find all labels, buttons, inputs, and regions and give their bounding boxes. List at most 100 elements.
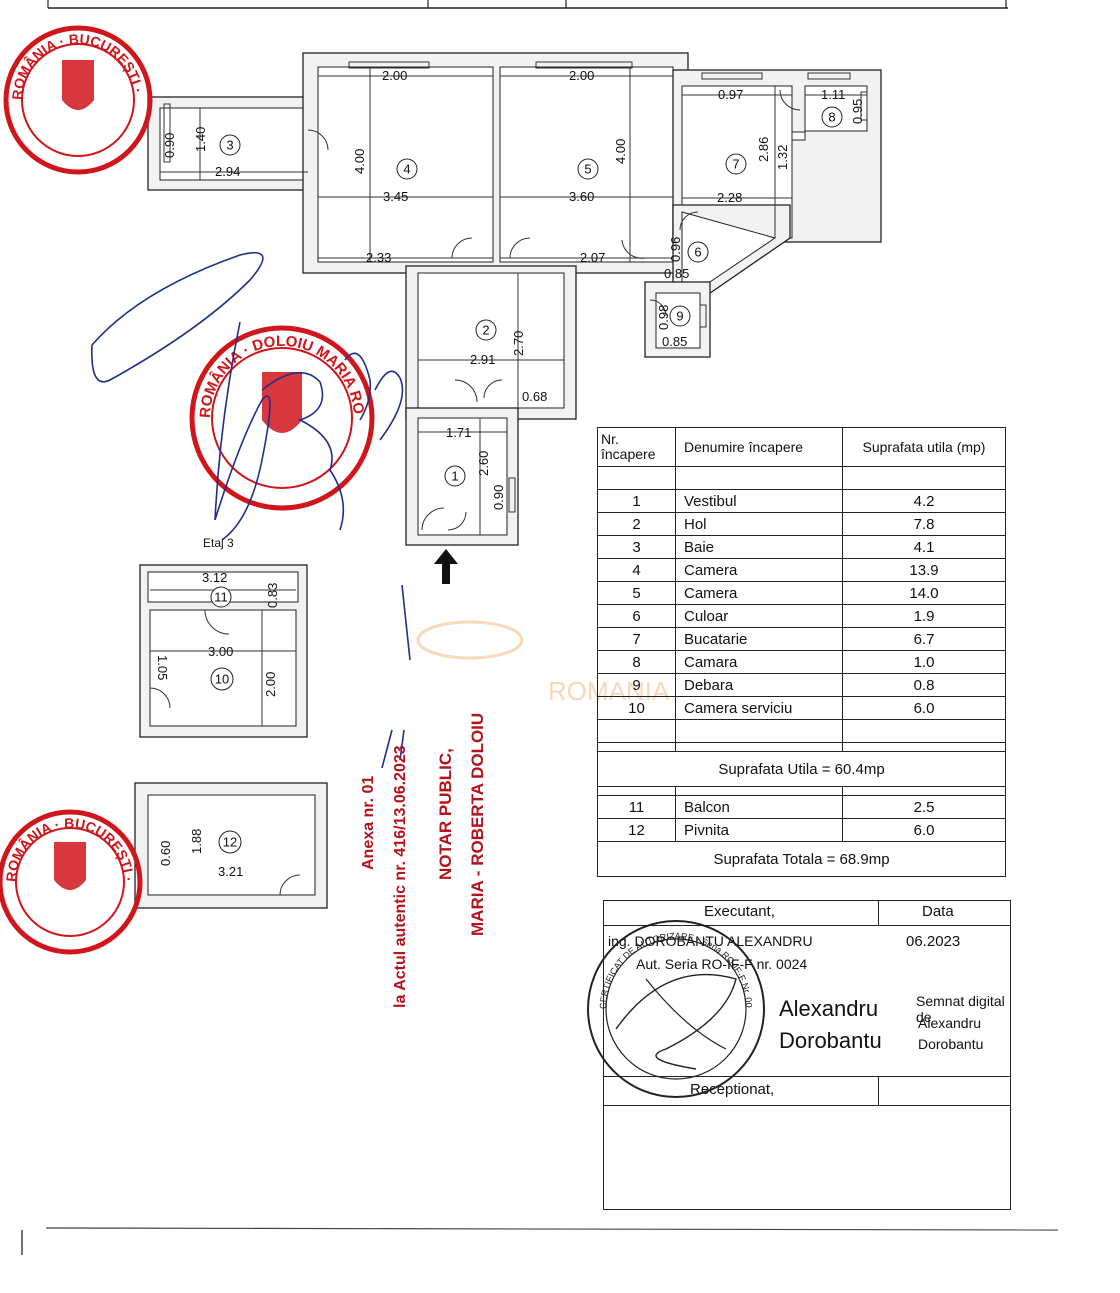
dim-r12-window: 0.60 [158, 841, 173, 866]
signer-last-name: Dorobantu [779, 1028, 882, 1053]
dim-r3-width: 2.94 [215, 164, 240, 179]
dim-r4-bottom: 2.33 [366, 250, 391, 265]
dim-r10-side: 1.05 [155, 655, 170, 680]
row-num: 2 [597, 512, 676, 536]
dimension-lines [160, 67, 867, 895]
room-number-12: 12 [223, 835, 237, 850]
room-number-1: 1 [451, 469, 458, 484]
annex-number: Anexa nr. 01 [360, 775, 377, 870]
entrance-arrow-icon [434, 549, 458, 584]
dimension-labels: 2.00 2.00 3.45 3.60 2.33 2.07 4.00 4.00 … [155, 68, 865, 879]
table-row-spacer [597, 466, 1006, 490]
dim-r1-width: 1.71 [446, 425, 471, 440]
dim-r3-height: 1.40 [193, 127, 208, 152]
row-name: Culoar [675, 604, 843, 628]
dim-r7-top: 0.97 [718, 87, 743, 102]
room-number-3: 3 [226, 138, 233, 153]
row-area: 6.0 [842, 696, 1006, 720]
row-area: 6.7 [842, 627, 1006, 651]
dim-r4-width-top: 2.00 [382, 68, 407, 83]
room-number-10: 10 [215, 672, 229, 687]
row-area: 1.9 [842, 604, 1006, 628]
dim-r6-width: 0.85 [664, 266, 689, 281]
dim-r8-height: 0.95 [850, 99, 865, 124]
receptionat-label: Receptionat, [690, 1081, 775, 1098]
row-num: 9 [597, 673, 676, 697]
total-utila: Suprafata Utila = 60.4mp [597, 751, 1006, 787]
floor-label: Etaj 3 [203, 536, 234, 550]
row-name: Baie [675, 535, 843, 559]
row-num: 8 [597, 650, 676, 674]
room-number-11: 11 [214, 590, 228, 605]
annex-act-number: la Actul autentic nr. 416/13.06.2023 [392, 745, 409, 1008]
table-row-spacer [597, 742, 1006, 752]
digital-signature-line2: Alexandru [918, 1015, 982, 1031]
executant-label: Executant, [704, 903, 775, 920]
row-num: 1 [597, 489, 676, 513]
dim-r12-height: 1.88 [189, 829, 204, 854]
row-name: Camera [675, 558, 843, 582]
row-area: 4.2 [842, 489, 1006, 513]
dim-r7-side: 1.32 [775, 145, 790, 170]
row-num: 3 [597, 535, 676, 559]
notary-name: MARIA - ROBERTA DOLOIU [468, 712, 487, 936]
dim-r11-width: 3.12 [202, 570, 227, 585]
data-label: Data [922, 903, 954, 920]
header-room-area: Suprafata utila (mp) [842, 427, 1006, 467]
header-room-name: Denumire încapere [675, 427, 843, 467]
row-area: 7.8 [842, 512, 1006, 536]
door-swings [163, 61, 868, 531]
row-num: 10 [597, 696, 676, 720]
row-area: 6.0 [842, 818, 1006, 842]
room-number-4: 4 [403, 162, 410, 177]
authorization-number: Aut. Seria RO-IF-F nr. 0024 [636, 956, 808, 972]
dim-r9-width: 0.85 [662, 334, 687, 349]
room-number-markers: 3 4 5 7 8 6 9 2 1 11 10 12 [210, 106, 843, 854]
row-area: 0.8 [842, 673, 1006, 697]
stamp-top-left: ROMÂNIA · BUCUREȘTI · NOTAR PUBLIC [0, 0, 153, 175]
signature-box: Executant, Data ing. DOROBANTU ALEXANDRU… [576, 900, 1011, 1210]
row-name: Bucatarie [675, 627, 843, 651]
dim-r1-height: 2.60 [476, 451, 491, 476]
table-total-utila-row: Suprafata Utila = 60.4mp [597, 751, 1006, 787]
dim-r5-width: 3.60 [569, 189, 594, 204]
signer-first-name: Alexandru [779, 996, 879, 1021]
room-area-table: Nr. încapere Denumire încapere Suprafata… [597, 427, 1006, 877]
table-total-row: Suprafata Totala = 68.9mp [597, 841, 1006, 877]
room-number-5: 5 [584, 162, 591, 177]
dim-r7-width: 2.28 [717, 190, 742, 205]
row-num: 6 [597, 604, 676, 628]
room-number-6: 6 [694, 245, 701, 260]
engineer-stamp: CERTIFICAT DE AUTORIZARE · Seria RO-IF-F… [576, 909, 765, 1098]
dim-r6-height: 0.96 [668, 237, 683, 262]
row-name: Camara [675, 650, 843, 674]
row-num: 12 [597, 818, 676, 842]
dim-r1-window: 0.90 [491, 485, 506, 510]
room-number-9: 9 [676, 309, 683, 324]
row-name: Debara [675, 673, 843, 697]
row-num: 11 [597, 795, 676, 819]
dim-r5-bottom: 2.07 [580, 250, 605, 265]
dim-r3-window: 0.90 [162, 133, 177, 158]
room-number-2: 2 [482, 323, 489, 338]
dim-r8-width: 1.11 [821, 87, 845, 102]
room-number-7: 7 [732, 157, 739, 172]
room-number-8: 8 [828, 110, 835, 125]
header-room-number: Nr. încapere [597, 427, 676, 467]
table-row-spacer [597, 786, 1006, 796]
dim-r12-width: 3.21 [218, 864, 243, 879]
row-name: Balcon [675, 795, 843, 819]
dim-r10-height: 2.00 [263, 672, 278, 697]
row-name: Pivnita [675, 818, 843, 842]
document-date: 06.2023 [906, 933, 961, 950]
